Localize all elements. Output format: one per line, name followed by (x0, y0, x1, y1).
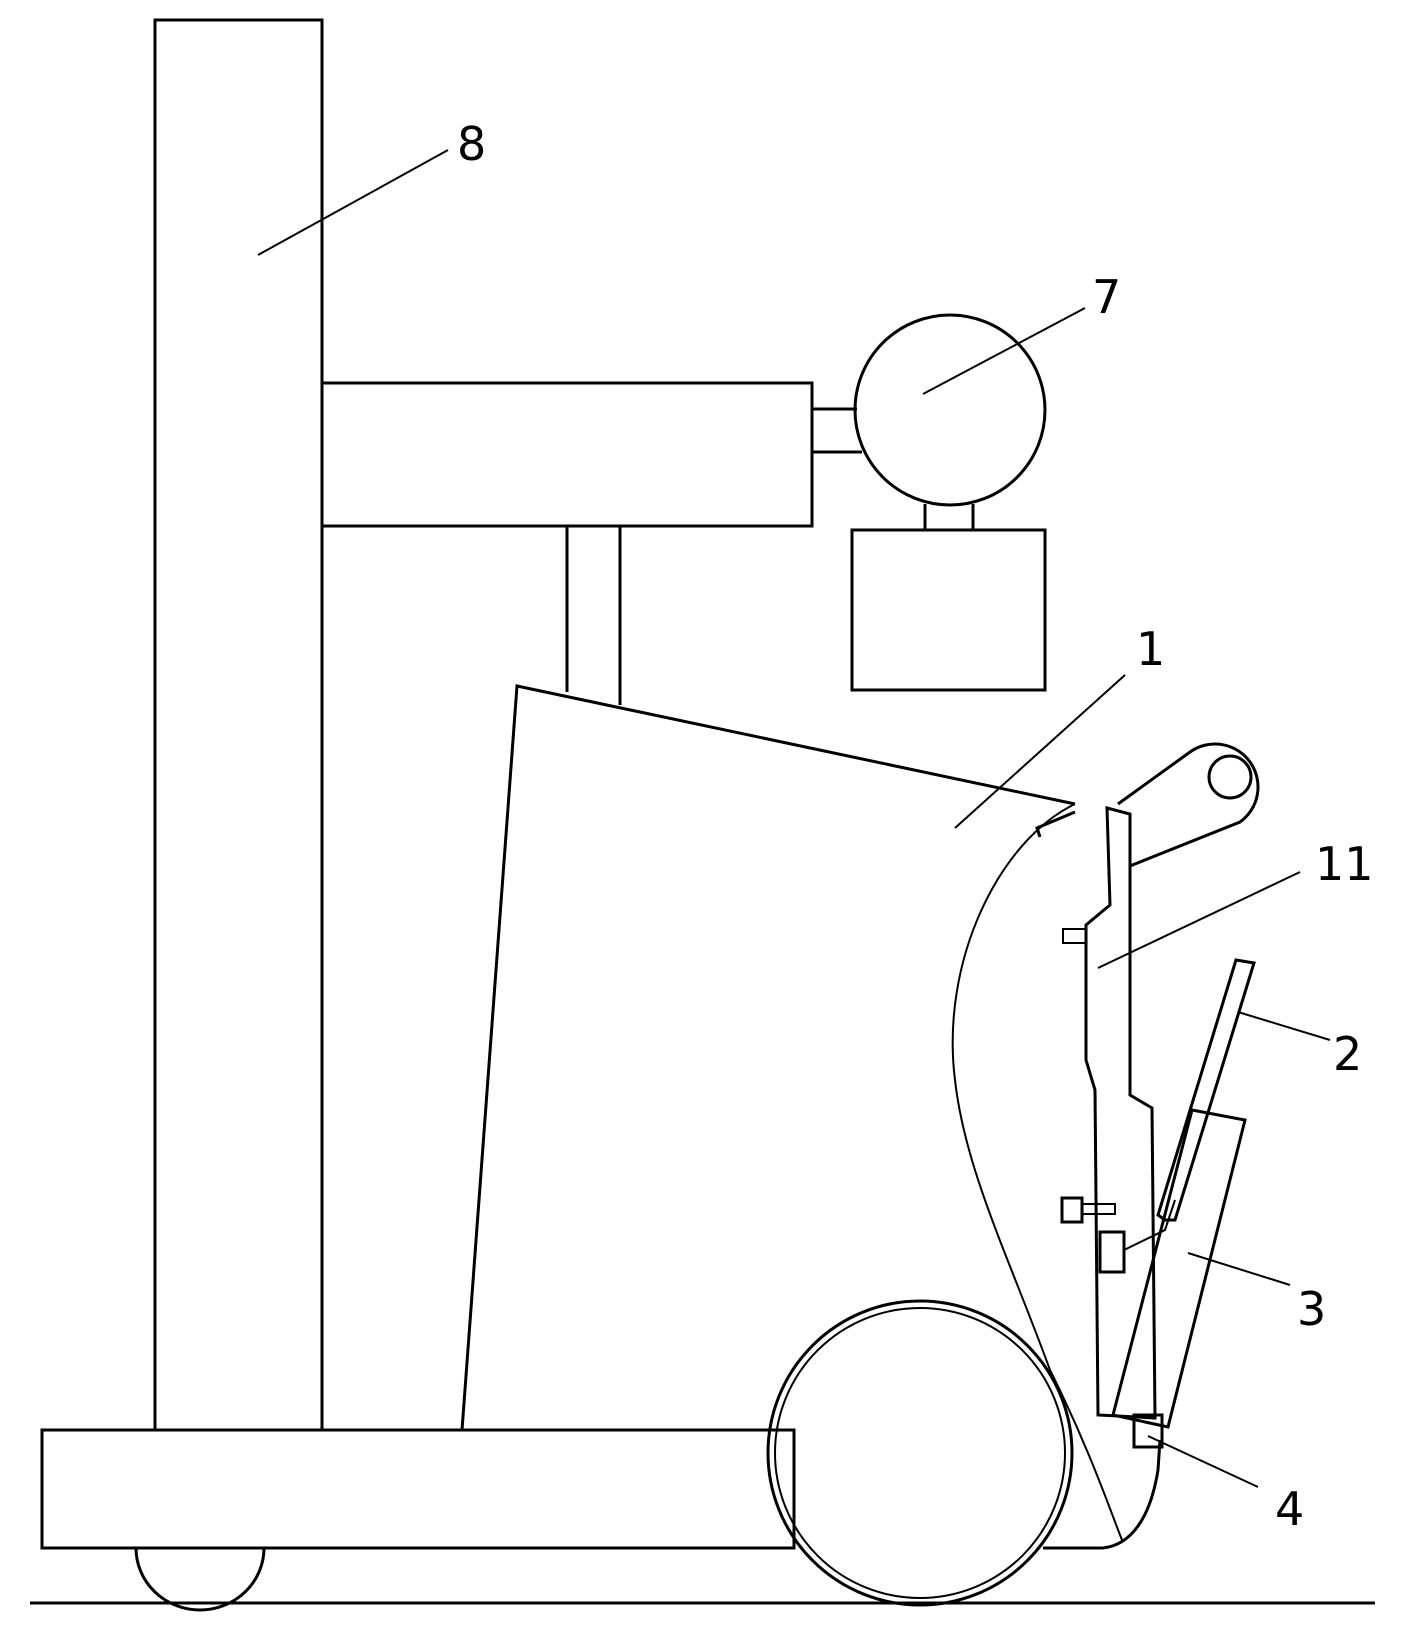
lower-front-profile (1043, 1440, 1160, 1548)
leader-2 (1238, 1012, 1330, 1040)
label-1: 1 (1136, 622, 1165, 676)
plate-tab-upper (1063, 929, 1086, 943)
handle-arm (1118, 744, 1258, 866)
leader-7 (923, 308, 1085, 394)
label-7: 7 (1092, 270, 1121, 324)
base-plate (42, 1430, 794, 1548)
plate-clamp-bar (1082, 1204, 1115, 1214)
front-wheel-inner (775, 1308, 1065, 1598)
column (155, 20, 322, 1430)
leader-4 (1148, 1436, 1258, 1487)
leader-8 (258, 150, 448, 255)
plate-clamp-block (1062, 1198, 1082, 1222)
label-4: 4 (1275, 1482, 1304, 1536)
horizontal-arm (322, 383, 812, 526)
leader-1 (955, 675, 1125, 828)
handle-eyelet (1209, 756, 1251, 798)
plate-bracket-lower (1100, 1232, 1124, 1272)
front-wheel-outer (768, 1301, 1072, 1605)
label-3: 3 (1297, 1282, 1326, 1336)
label-8: 8 (457, 117, 486, 171)
main-body (462, 686, 1075, 1430)
label-2: 2 (1333, 1027, 1362, 1081)
cylinder (1113, 1110, 1245, 1427)
leader-11 (1098, 872, 1300, 968)
motor-box (852, 530, 1045, 690)
rear-wheel (136, 1548, 264, 1610)
label-11: 11 (1315, 837, 1374, 891)
mounting-plate (1086, 808, 1155, 1418)
